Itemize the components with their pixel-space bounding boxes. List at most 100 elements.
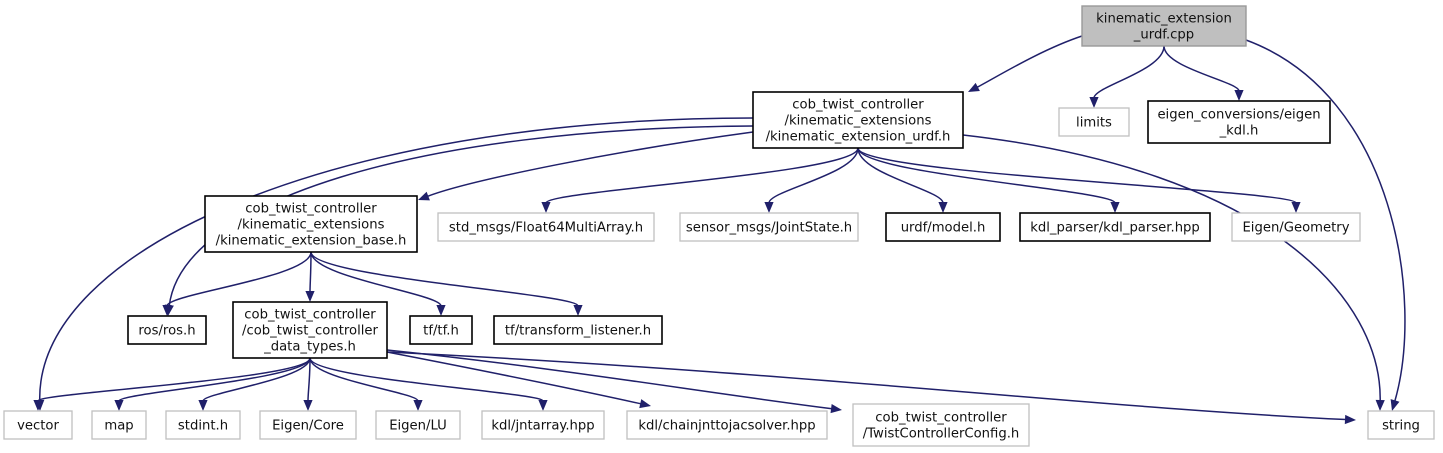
edge-datatypes-to-vector xyxy=(37,357,311,402)
node-limits[interactable]: limits xyxy=(1058,107,1130,137)
node-label: std_msgs/Float64MultiArray.h xyxy=(449,221,643,236)
node-label: cob_twist_controller xyxy=(245,202,377,217)
node-label: kdl_parser/kdl_parser.hpp xyxy=(1030,221,1200,236)
node-label: cob_twist_controller xyxy=(244,308,376,323)
arrowhead xyxy=(764,202,774,213)
node-label: kinematic_extension xyxy=(1096,12,1232,27)
arrowhead xyxy=(162,305,172,316)
node-keurdf[interactable]: cob_twist_controller/kinematic_extension… xyxy=(752,91,964,149)
node-label: tf/tf.h xyxy=(423,324,459,339)
arrowhead xyxy=(830,404,842,414)
node-label: Eigen/Geometry xyxy=(1242,221,1349,236)
node-label: _data_types.h xyxy=(263,340,356,355)
node-vector[interactable]: vector xyxy=(3,410,73,440)
node-label: /kinematic_extension_urdf.h xyxy=(766,130,951,145)
edge-datatypes-to-eigenlu xyxy=(309,357,419,402)
edge-datatypes-to-stdint xyxy=(202,357,311,402)
edge-keurdf-to-jointstate xyxy=(768,147,859,204)
arrowhead xyxy=(418,191,430,201)
arrowhead xyxy=(1234,90,1244,101)
edge-datatypes-to-map xyxy=(118,357,311,402)
arrowhead xyxy=(1110,202,1120,213)
node-label: eigen_conversions/eigen xyxy=(1157,108,1320,123)
node-label: /kinematic_extensions xyxy=(785,114,932,129)
node-eigencore[interactable]: Eigen/Core xyxy=(259,410,357,440)
arrowhead xyxy=(114,400,124,411)
node-string[interactable]: string xyxy=(1367,410,1435,440)
node-label: _kdl.h xyxy=(1219,124,1259,139)
node-jntarray[interactable]: kdl/jntarray.hpp xyxy=(481,410,605,440)
arrowhead xyxy=(1089,97,1099,108)
arrowhead xyxy=(1390,399,1400,411)
node-twistcfg[interactable]: cob_twist_controller/TwistControllerConf… xyxy=(852,403,1030,447)
node-urdfmodel[interactable]: urdf/model.h xyxy=(885,212,1001,242)
arrowhead xyxy=(938,202,948,213)
edge-keurdf-to-float64 xyxy=(545,147,859,204)
node-stdint[interactable]: stdint.h xyxy=(165,410,241,440)
arrowhead xyxy=(198,400,208,411)
edge-keurdf-to-kdlparser xyxy=(857,147,1116,204)
node-label: kdl/jntarray.hpp xyxy=(491,419,594,434)
node-root[interactable]: kinematic_extension_urdf.cpp xyxy=(1081,5,1247,47)
edge-root-to-limits xyxy=(1093,45,1165,99)
arrowhead xyxy=(1344,414,1356,425)
node-label: cob_twist_controller xyxy=(792,98,924,113)
node-float64[interactable]: std_msgs/Float64MultiArray.h xyxy=(437,212,655,242)
edge-root-to-eigenkdl xyxy=(1163,45,1240,92)
node-label: ros/ros.h xyxy=(138,324,195,339)
edge-keurdf-to-vector xyxy=(38,117,754,402)
node-label: Eigen/Core xyxy=(272,419,344,434)
node-label: /kinematic_extension_base.h xyxy=(216,234,407,249)
edge-kebase-to-tflistener xyxy=(310,251,579,307)
arrowhead xyxy=(538,400,548,411)
node-label: map xyxy=(104,419,133,434)
arrowhead xyxy=(436,305,446,316)
node-label: stdint.h xyxy=(178,419,228,434)
node-kdlparser[interactable]: kdl_parser/kdl_parser.hpp xyxy=(1019,212,1211,242)
arrowhead xyxy=(303,400,313,411)
edge-datatypes-to-eigencore xyxy=(307,357,311,402)
node-eigenlu[interactable]: Eigen/LU xyxy=(375,410,461,440)
node-label: tf/transform_listener.h xyxy=(505,324,651,339)
edge-root-to-string xyxy=(1245,39,1406,402)
arrowhead xyxy=(1375,399,1385,411)
node-map[interactable]: map xyxy=(91,410,147,440)
edge-datatypes-to-twistcfg xyxy=(386,349,833,410)
edge-keurdf-to-rosros xyxy=(168,125,754,307)
node-label: urdf/model.h xyxy=(901,221,986,236)
edge-keurdf-to-kebase xyxy=(427,131,754,198)
edge-keurdf-to-eigengeom xyxy=(857,147,1297,204)
node-tftf[interactable]: tf/tf.h xyxy=(409,315,473,345)
arrowhead xyxy=(1291,202,1301,213)
arrowhead xyxy=(413,400,423,411)
node-jointstate[interactable]: sensor_msgs/JointState.h xyxy=(679,212,859,242)
edge-kebase-to-datatypes xyxy=(309,251,312,293)
node-label: cob_twist_controller xyxy=(875,411,1007,426)
node-eigenkdl[interactable]: eigen_conversions/eigen_kdl.h xyxy=(1147,100,1331,144)
node-label: sensor_msgs/JointState.h xyxy=(686,221,852,236)
node-chainsolver[interactable]: kdl/chainjnttojacsolver.hpp xyxy=(626,410,828,440)
edge-keurdf-to-urdfmodel xyxy=(857,147,944,204)
edge-datatypes-to-string xyxy=(386,351,1347,421)
node-rosros[interactable]: ros/ros.h xyxy=(127,315,207,345)
arrowhead xyxy=(573,305,583,316)
arrowhead xyxy=(639,399,651,409)
arrowhead xyxy=(968,82,980,92)
arrowhead xyxy=(33,400,43,411)
edge-root-to-keurdf xyxy=(976,35,1083,89)
node-eigengeom[interactable]: Eigen/Geometry xyxy=(1231,212,1361,242)
node-label: vector xyxy=(17,419,59,434)
node-tflistener[interactable]: tf/transform_listener.h xyxy=(493,315,663,345)
node-kebase[interactable]: cob_twist_controller/kinematic_extension… xyxy=(204,195,418,253)
node-label: _urdf.cpp xyxy=(1133,28,1194,43)
edge-datatypes-to-chainsolver xyxy=(386,351,642,405)
arrowhead xyxy=(305,291,315,302)
edge-keurdf-to-string xyxy=(962,134,1381,402)
node-datatypes[interactable]: cob_twist_controller/cob_twist_controlle… xyxy=(232,301,388,359)
edge-kebase-to-rosros xyxy=(166,251,312,307)
arrowhead xyxy=(541,202,551,213)
node-label: /cob_twist_controller xyxy=(242,324,378,339)
node-label: limits xyxy=(1076,116,1112,131)
